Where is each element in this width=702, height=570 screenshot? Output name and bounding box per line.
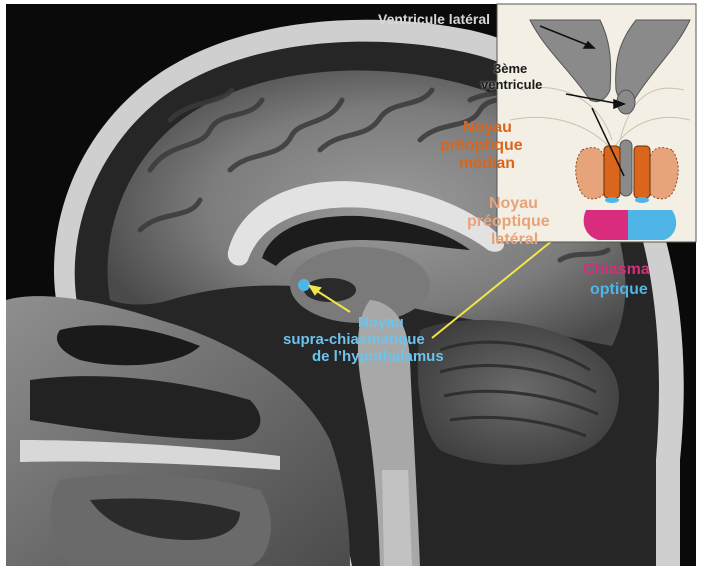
spinal-cord (382, 470, 412, 566)
label-scn-2: supra-chiasmatique (283, 332, 425, 347)
inset-scn-right (635, 197, 649, 203)
label-optique: optique (590, 282, 648, 298)
label-ventricule-lateral: Ventricule latéral (378, 12, 490, 26)
label-preoptique-lateral-2: préoptique (467, 214, 550, 230)
inset-third-ventricle-lower (620, 140, 632, 196)
inset-chiasm-magenta (584, 210, 628, 240)
label-preoptique-median-2: préoptique (440, 138, 523, 154)
label-preoptique-median-3: médian (459, 156, 515, 172)
label-preoptique-median-1: Noyau (463, 120, 512, 136)
inset-preoptic-median-right (634, 146, 650, 198)
inset-chiasm-cyan (628, 210, 676, 240)
inset-preoptic-median-left (604, 146, 620, 198)
label-preoptique-lateral-3: latéral (491, 232, 538, 248)
inset-scn-left (605, 197, 619, 203)
label-preoptique-lateral-1: Noyau (489, 196, 538, 212)
label-scn-1: Noyau (358, 315, 404, 330)
label-chiasma: Chiasma (583, 262, 650, 278)
label-3eme: 3ème (494, 62, 527, 75)
label-ventricule: ventricule (481, 78, 542, 91)
label-scn-3: de l’hypothalamus (312, 349, 444, 364)
